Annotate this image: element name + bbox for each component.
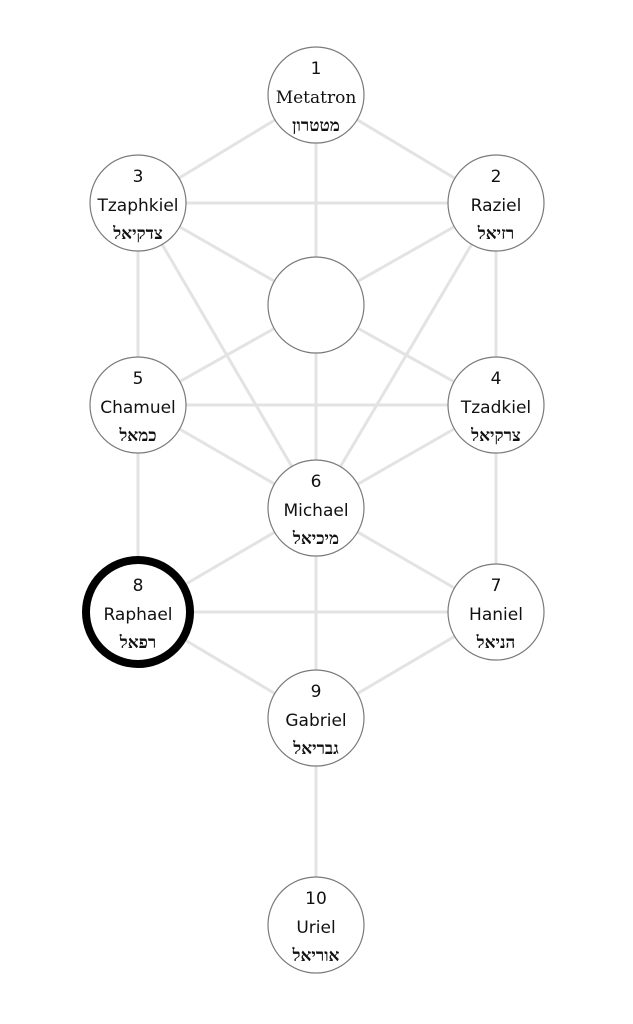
node-hebrew-name: מטטרון	[292, 116, 340, 136]
node-hebrew-name: רזיאל	[477, 224, 514, 244]
node-number: 10	[305, 889, 327, 909]
node-hebrew-name: צדקיאל	[112, 224, 163, 244]
node-circle	[267, 256, 365, 354]
node-name: Tzaphkiel	[96, 196, 178, 216]
node-name: Uriel	[296, 918, 335, 938]
node-circle	[89, 154, 187, 252]
node-number: 6	[311, 472, 322, 492]
node-hebrew-name: כמאל	[118, 426, 156, 446]
node-hebrew-name: הניאל	[476, 633, 516, 653]
node-name: Michael	[283, 501, 348, 521]
node-number: 2	[491, 167, 502, 187]
node-circle	[447, 356, 545, 454]
node-number: 1	[311, 59, 322, 79]
node-hebrew-name: צרקיאל	[470, 426, 521, 446]
node-number: 5	[133, 369, 144, 389]
node-number: 4	[491, 369, 502, 389]
node-number: 8	[133, 576, 144, 596]
node-hebrew-name: גבריאל	[292, 739, 339, 759]
node-name: Haniel	[469, 605, 523, 625]
node-circle	[447, 154, 545, 252]
node-name: Metatron	[276, 88, 357, 108]
node-hebrew-name: אוריאל	[292, 946, 340, 966]
node-circle	[267, 876, 365, 974]
node-number: 9	[311, 682, 322, 702]
node-hebrew-name: מיכיאל	[292, 529, 339, 549]
node-circle-highlighted	[82, 556, 194, 668]
node-name: Raphael	[103, 605, 172, 625]
node-circle	[447, 563, 545, 661]
node-circle	[89, 356, 187, 454]
node-daath[interactable]	[267, 256, 365, 354]
node-hebrew-name: רפאל	[119, 633, 156, 653]
node-circle	[267, 669, 365, 767]
node-name: Chamuel	[100, 398, 176, 418]
node-name: Raziel	[471, 196, 522, 216]
node-name: Tzadkiel	[460, 398, 531, 418]
node-number: 7	[491, 576, 502, 596]
node-number: 3	[133, 167, 144, 187]
node-circle	[267, 459, 365, 557]
node-circle	[267, 46, 365, 144]
node-name: Gabriel	[285, 711, 346, 731]
